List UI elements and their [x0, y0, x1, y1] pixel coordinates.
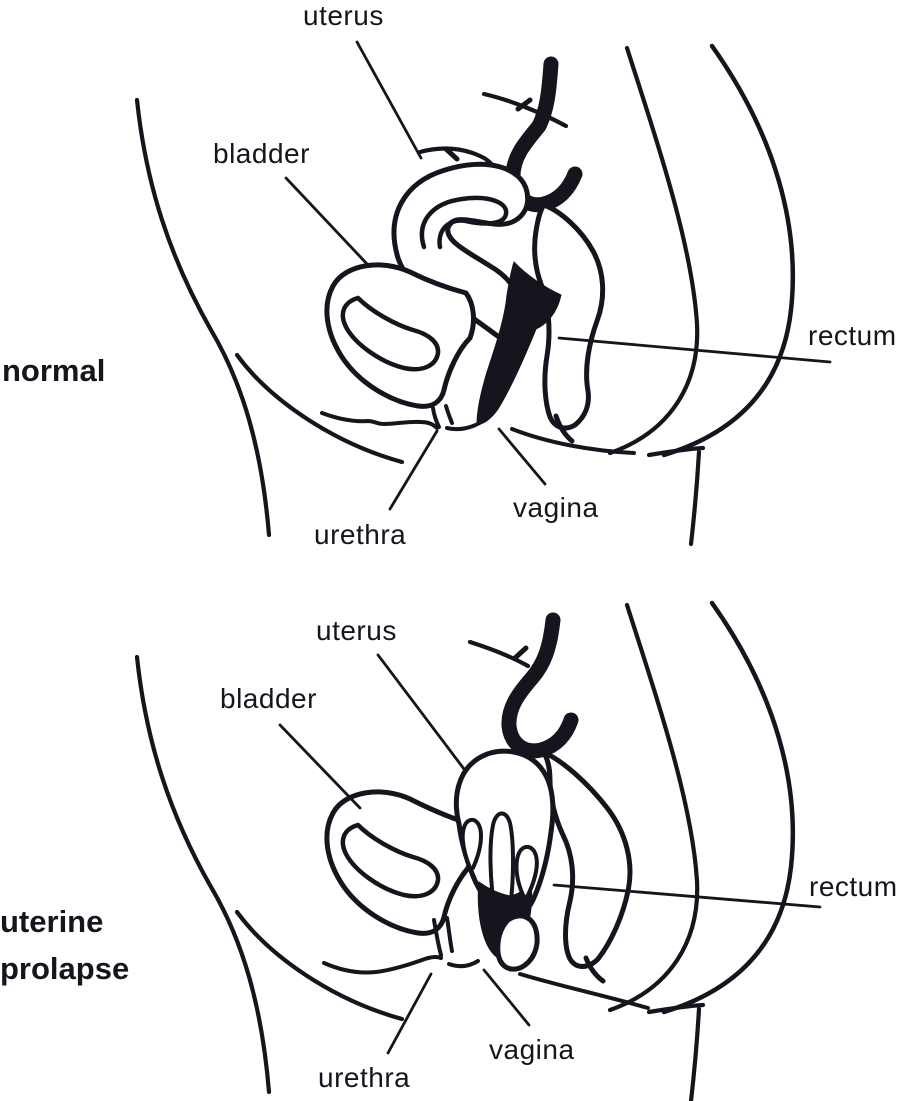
uterus-label-normal: uterus	[303, 0, 384, 31]
rectum-leader-line-prolapse	[552, 883, 822, 909]
urethra-label-prolapse: urethra	[318, 1062, 411, 1093]
rectum-label-prolapse: rectum	[809, 871, 898, 902]
perineum-mid-path	[445, 419, 485, 432]
uterine-cavity-path	[419, 195, 509, 250]
bladder-label-prolapse: bladder	[220, 683, 317, 714]
peritoneal-fold-path-prolapse	[467, 639, 531, 669]
rectum-label-normal: rectum	[808, 320, 897, 351]
urethra-wall-right-path-prolapse	[445, 916, 454, 953]
panel-title-prolapse-line2: prolapse	[0, 951, 130, 986]
sigmoid-rectum-tube-path-prolapse	[501, 612, 579, 759]
perineum-right-path	[510, 427, 636, 455]
uterus-leader-line-prolapse	[376, 653, 466, 771]
panel-normal-organs	[284, 40, 832, 511]
urethra-leader-line	[388, 429, 439, 511]
urethra-wall-left-path	[431, 406, 441, 429]
perineum-left-path-prolapse	[322, 954, 443, 975]
bladder-inner-fold-path	[340, 295, 441, 372]
bladder-leader-line	[284, 176, 370, 267]
urethra-wall-left-path-prolapse	[432, 918, 443, 957]
vagina-leader-line-prolapse	[482, 968, 531, 1027]
panel-title-prolapse-line1: uterine	[0, 904, 104, 939]
urethra-label-normal: urethra	[314, 519, 407, 550]
anal-canal-path	[553, 413, 575, 444]
bladder-inner-fold-path-prolapse	[340, 822, 441, 899]
rectum-leader-line	[557, 336, 832, 364]
perineum-right-path-prolapse	[518, 972, 650, 1010]
vagina-leader-line	[497, 427, 547, 486]
vagina-label-prolapse: vagina	[489, 1034, 575, 1065]
peritoneal-fold-upper-path	[481, 91, 569, 129]
everted-vaginal-wall-left-shape	[460, 817, 483, 870]
anal-canal-path-prolapse	[583, 955, 606, 984]
bladder-shape-prolapse	[324, 789, 474, 936]
bladder-label-normal: bladder	[213, 138, 310, 169]
uterine-cavity-path-prolapse	[488, 811, 515, 910]
urethra-leader-line-prolapse	[386, 972, 433, 1055]
panel-title-normal: normal	[2, 353, 106, 388]
urethra-wall-right-path	[444, 404, 454, 425]
peritoneal-fold-lower-tick-icon	[443, 146, 460, 162]
everted-vaginal-wall-right-shape	[514, 844, 539, 899]
peritoneal-fold-tick-icon-prolapse	[512, 645, 529, 661]
panel-prolapse-organs	[278, 612, 822, 1055]
peritoneal-fold-upper-tick-icon	[515, 97, 533, 112]
bladder-leader-line-prolapse	[278, 723, 362, 810]
panel-title-prolapse: uterine prolapse	[0, 898, 129, 992]
perineum-mid-path-prolapse	[447, 959, 480, 969]
perineum-left-path	[320, 411, 439, 430]
rectum-shape-prolapse	[540, 749, 633, 969]
vagina-label-normal: vagina	[513, 492, 599, 523]
uterus-leader-line	[355, 40, 423, 160]
sigmoid-rectum-lumen-path-prolapse	[505, 616, 575, 755]
prolapsed-cervix-bulge-shape	[495, 913, 540, 972]
uterus-label-prolapse: uterus	[316, 615, 397, 646]
vagina-shape	[476, 261, 562, 425]
